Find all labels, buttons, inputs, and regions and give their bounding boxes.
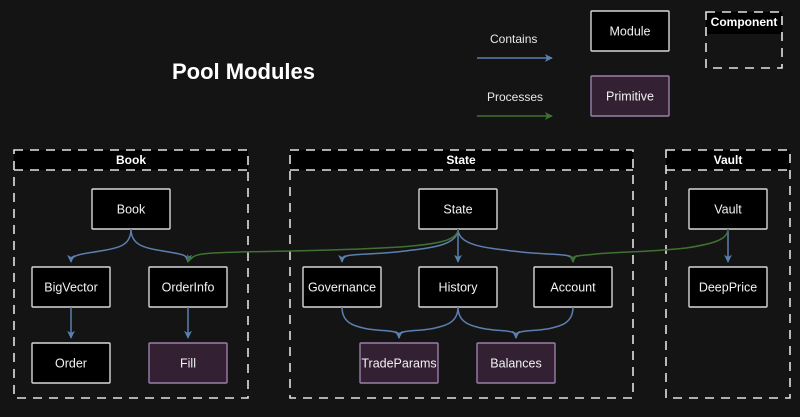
node-balances-label: Balances	[490, 356, 541, 370]
node-vault-label: Vault	[714, 202, 742, 216]
node-orderinfo-label: OrderInfo	[162, 280, 215, 294]
node-governance-label: Governance	[308, 280, 376, 294]
node-book-label: Book	[117, 202, 146, 216]
node-deepprice-label: DeepPrice	[699, 280, 757, 294]
edge-vault-to-account-processes	[569, 228, 729, 263]
legend-component-box	[705, 11, 783, 69]
section-state-frame	[289, 149, 634, 399]
node-order[interactable]	[31, 342, 111, 384]
node-account-label: Account	[550, 280, 596, 294]
edge-state-to-governance	[338, 228, 459, 263]
section-book: Book Book BigVector OrderInfo Order Fill	[13, 149, 249, 399]
legend-primitive-label: Primitive	[606, 89, 654, 103]
section-state-title: State	[446, 153, 476, 167]
section-vault-title: Vault	[714, 153, 743, 167]
section-vault: Vault Vault DeepPrice	[665, 149, 791, 399]
section-book-title: Book	[116, 153, 146, 167]
edge-account-to-balances	[512, 306, 574, 339]
section-state-header-bg	[290, 150, 633, 170]
node-order-label: Order	[55, 356, 87, 370]
legend-module-box	[590, 10, 670, 52]
node-fill-label: Fill	[180, 356, 196, 370]
section-vault-header-bg	[666, 150, 790, 170]
section-vault-frame	[665, 149, 791, 399]
section-state: State State Governance History Account T…	[289, 149, 634, 399]
node-balances[interactable]	[476, 342, 556, 384]
edge-state-to-account	[457, 228, 577, 263]
edge-state-to-orderinfo-processes	[187, 228, 459, 263]
section-book-frame	[13, 149, 249, 399]
node-deepprice[interactable]	[688, 266, 768, 308]
legend-component-label: Component	[711, 15, 778, 29]
edge-governance-to-tradeparams	[341, 306, 403, 339]
page-title: Pool Modules	[172, 59, 315, 84]
node-state-label: State	[443, 202, 472, 216]
legend-processes-label: Processes	[487, 90, 543, 104]
node-tradeparams-label: TradeParams	[361, 356, 436, 370]
edge-book-to-bigvector	[67, 228, 132, 263]
legend-module-label: Module	[610, 24, 651, 38]
edge-history-to-tradeparams	[395, 306, 459, 339]
node-fill[interactable]	[148, 342, 228, 384]
edge-history-to-balances	[457, 306, 520, 339]
node-tradeparams[interactable]	[359, 342, 439, 384]
node-bigvector-label: BigVector	[44, 280, 98, 294]
section-book-header-bg	[14, 150, 248, 170]
legend-component-header-bg	[706, 12, 782, 34]
legend-primitive-box	[590, 75, 670, 117]
edge-book-to-orderinfo	[130, 228, 192, 263]
legend-contains-label: Contains	[490, 32, 537, 46]
node-history-label: History	[439, 280, 479, 294]
